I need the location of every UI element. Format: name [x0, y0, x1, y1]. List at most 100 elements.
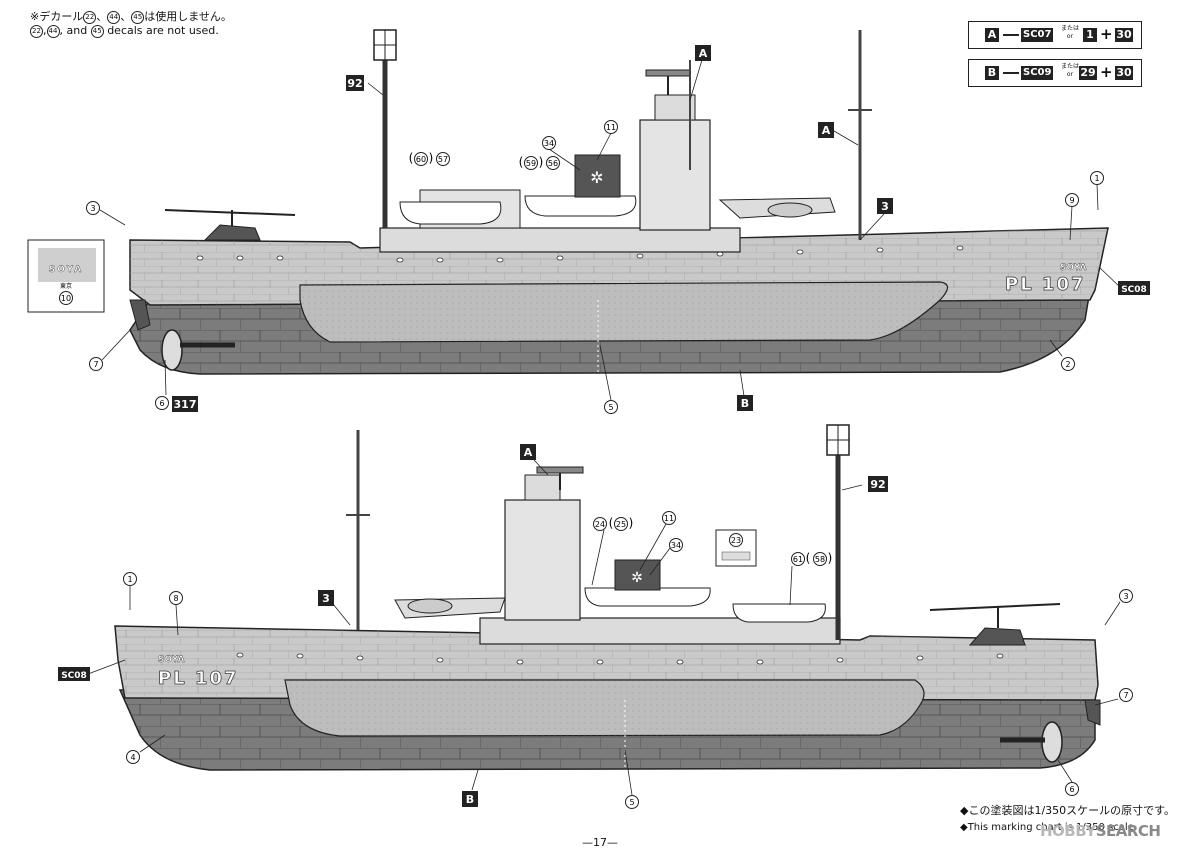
callout-number: 24 — [595, 520, 605, 529]
callout-number: 61 — [793, 555, 803, 564]
callout-number: 4 — [130, 753, 135, 762]
callout-number: 11 — [606, 123, 616, 132]
svg-text:): ) — [539, 155, 544, 169]
top-ship: ✲ PL 107 SOYA SOYA 東京 — [27, 29, 1150, 414]
callout-number: 10 — [61, 294, 71, 303]
color-label: A — [524, 446, 533, 459]
top-hull-number: PL 107 — [1005, 274, 1086, 295]
callout-number: 3 — [90, 204, 95, 213]
svg-text:): ) — [828, 551, 833, 565]
inset-sub: 東京 — [60, 282, 72, 290]
callout-number: 5 — [608, 403, 613, 412]
callout-number: 2 — [1065, 360, 1070, 369]
svg-text:(: ( — [409, 151, 414, 165]
callout-number: 1 — [127, 575, 132, 584]
callout-number: 56 — [548, 159, 558, 168]
svg-text:(: ( — [609, 516, 614, 530]
bottom-callouts: 1 8 4 5 6 7 3 24 ( 25 ) 11 34 23 61 ( 58… — [123, 511, 1133, 809]
svg-text:✲: ✲ — [590, 168, 603, 187]
bottom-radar — [536, 466, 584, 474]
callout-number: 6 — [1069, 785, 1074, 794]
bottom-lifeboat — [732, 603, 826, 623]
top-color-labels: 92 A A 3 B SC08 317 — [172, 45, 1150, 412]
legend-number: 1 — [1083, 28, 1097, 42]
legend-dash — [1003, 72, 1019, 74]
callout-number: 11 — [664, 514, 674, 523]
callout-number: 34 — [671, 541, 681, 550]
callout-number: 3 — [1123, 592, 1128, 601]
scale-footnote-en: ◆This marking chart is 1/350 scale. — [960, 822, 1138, 833]
color-label: A — [822, 124, 831, 137]
callout-number: 59 — [526, 159, 536, 168]
top-lifeboat — [524, 195, 637, 217]
bottom-ship: ✲ PL 107 SOYA — [58, 424, 1133, 809]
callout-number: 34 — [544, 139, 554, 148]
legend-plus: + — [1100, 25, 1113, 43]
top-radar — [645, 69, 691, 77]
legend-color-code: SC09 — [1021, 66, 1054, 80]
decal-number: 22 — [83, 10, 97, 24]
decal-number: 44 — [107, 10, 121, 24]
decal-number: 22 — [30, 24, 43, 38]
svg-text:(: ( — [806, 551, 811, 565]
decal-note-en: 22,44, and 45 decals are not used. — [30, 24, 232, 38]
callout-number: 60 — [416, 155, 426, 164]
callout-number: 8 — [173, 594, 178, 603]
part-number-label: 92 — [347, 77, 362, 90]
color-code-label: SC08 — [1121, 285, 1147, 295]
top-deckhouse — [379, 227, 741, 253]
svg-text:): ) — [429, 151, 434, 165]
part-number-label: 317 — [174, 398, 197, 411]
decal-number: 45 — [131, 10, 145, 24]
legend-number: 30 — [1115, 28, 1133, 42]
page-number: —17— — [582, 836, 618, 849]
svg-text:): ) — [629, 516, 634, 530]
color-label: B — [741, 397, 749, 410]
legend-dash — [1003, 34, 1019, 36]
svg-text:✲: ✲ — [631, 570, 643, 586]
legend-number: 29 — [1079, 66, 1097, 80]
legend-letter: B — [985, 66, 999, 80]
legend-letter: A — [985, 28, 999, 42]
decal-number: 44 — [46, 24, 60, 38]
callout-number: 7 — [93, 360, 98, 369]
legend-color-code: SC07 — [1021, 28, 1054, 42]
legend-plus: + — [1100, 63, 1113, 81]
callout-number: 23 — [731, 536, 741, 545]
inset-name: SOYA — [49, 265, 83, 275]
callout-number: 25 — [616, 520, 626, 529]
watermark: HOBBYSEARCH — [1040, 822, 1161, 840]
top-lifeboat — [399, 201, 502, 225]
bottom-hull-name: SOYA — [158, 655, 184, 665]
scale-footnote-ja: ◆この塗装図は1/350スケールの原寸です。 — [960, 804, 1176, 817]
color-label: A — [699, 47, 708, 60]
callout-number: 6 — [159, 399, 164, 408]
callout-number: 9 — [1069, 196, 1074, 205]
part-number-label: 92 — [870, 478, 885, 491]
callout-number: 57 — [438, 155, 448, 164]
color-code-label: SC08 — [61, 671, 87, 681]
callout-number: 58 — [815, 555, 825, 564]
scale-footnote: ◆この塗装図は1/350スケールの原寸です。 ◆This marking cha… — [960, 802, 1175, 836]
callout-number: 7 — [1123, 691, 1128, 700]
callout-number: 1 — [1094, 174, 1099, 183]
legend-number: 30 — [1115, 66, 1133, 80]
color-label: B — [466, 793, 474, 806]
svg-text:(: ( — [519, 155, 524, 169]
decal-number: 45 — [90, 24, 104, 38]
part-number-label: 3 — [881, 200, 889, 213]
bottom-lifeboat — [584, 587, 711, 607]
bottom-hull-number: PL 107 — [158, 668, 239, 689]
top-hull-name: SOYA — [1060, 263, 1086, 273]
callout-number: 5 — [629, 798, 634, 807]
part-number-label: 3 — [322, 592, 330, 605]
top-callouts: 3 1 9 10 7 6 5 2 34 11 ( 60 ) 57 ( 59 ) … — [59, 120, 1104, 414]
bottom-color-labels: A 3 92 B SC08 — [58, 444, 888, 807]
